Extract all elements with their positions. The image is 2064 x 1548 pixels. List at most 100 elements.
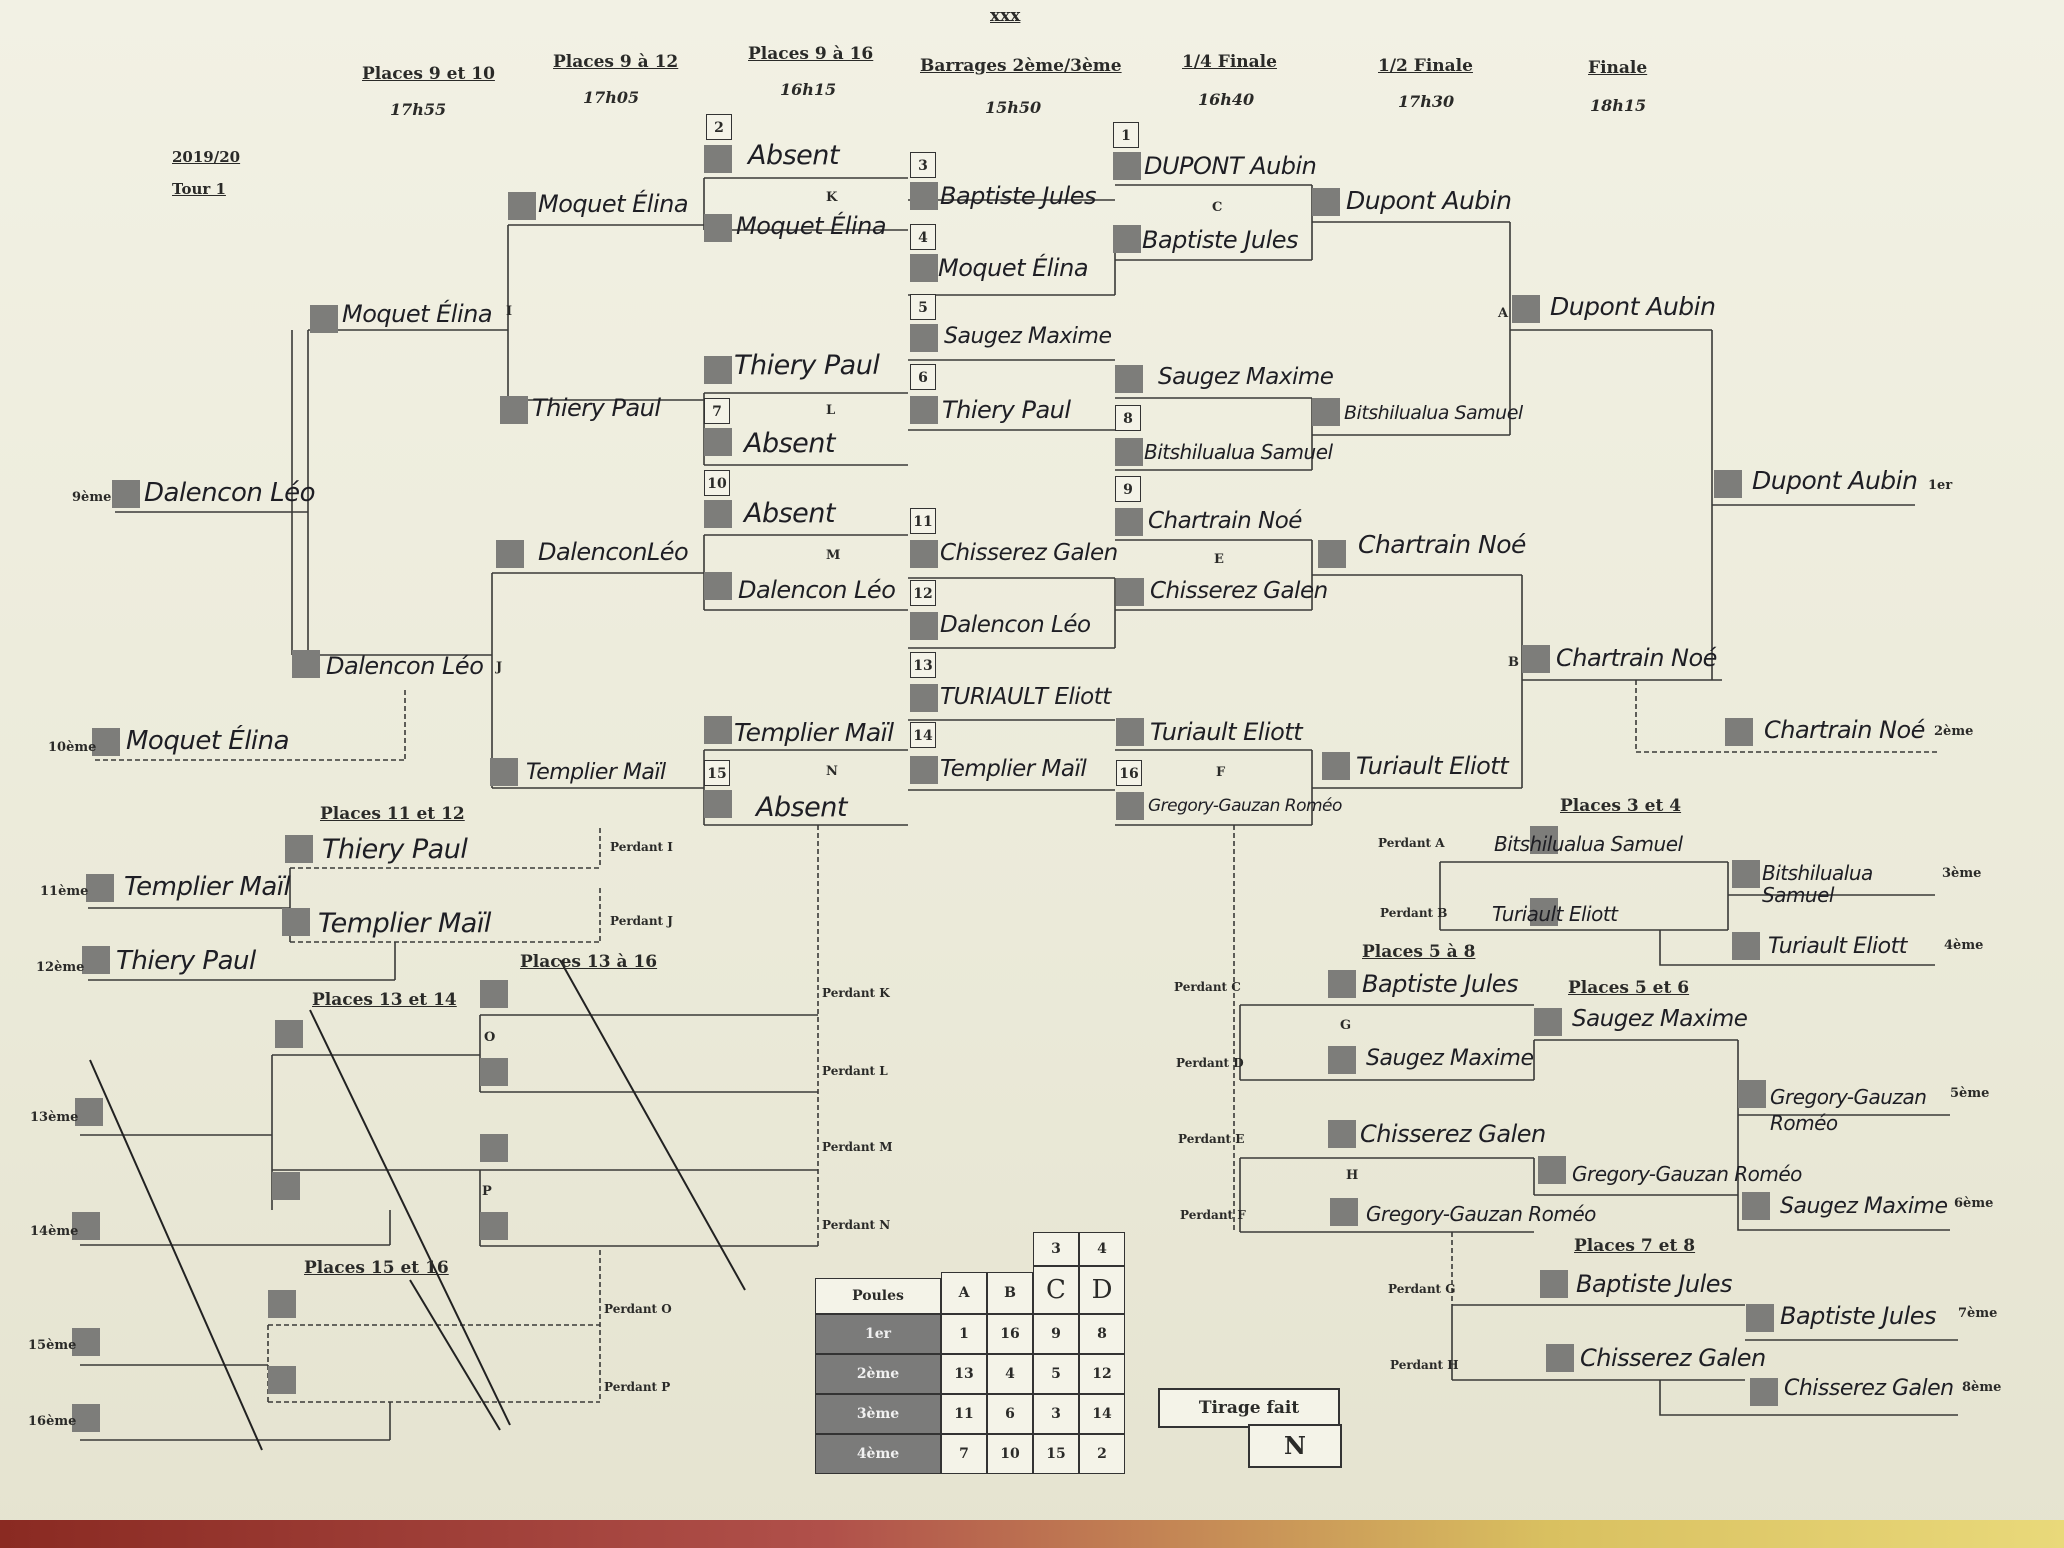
slot-square (704, 145, 732, 173)
player-name: Chartrain Noé (1556, 644, 1717, 672)
player-name: Dalencon Léo (326, 652, 484, 680)
match-m: M (826, 548, 841, 563)
player-name: Gregory-Gauzan Roméo (1366, 1202, 1596, 1226)
pool-cell: 15 (1033, 1434, 1079, 1474)
pool-cell: 4 (987, 1354, 1033, 1394)
pool-col-d: D (1079, 1266, 1125, 1314)
rank-13: 13ème (30, 1110, 79, 1125)
slot-square (72, 1212, 100, 1240)
rank-6: 6ème (1954, 1196, 1994, 1211)
slot-square (1116, 718, 1144, 746)
player-name: Gregory-Gauzan Roméo (1770, 1085, 1927, 1135)
player-name: Saugez Maxime (1158, 364, 1334, 390)
slot-square (1732, 860, 1760, 888)
player-name: Thiery Paul (322, 834, 468, 865)
player-name: Chisserez Galen (1360, 1120, 1546, 1148)
time-barrages: 15h50 (985, 98, 1042, 117)
player-name: Dalencon Léo (738, 576, 896, 604)
slot-square (480, 1134, 508, 1162)
player-name: Saugez Maxime (944, 324, 1112, 349)
seed-11: 11 (910, 508, 936, 534)
match-n: N (826, 764, 838, 779)
match-i: I (506, 304, 513, 319)
slot-square (1116, 792, 1144, 820)
slot-square (72, 1404, 100, 1432)
slot-square (1538, 1156, 1566, 1184)
table-edge (0, 1520, 2064, 1548)
player-name: Thiery Paul (942, 396, 1071, 424)
loser-n: Perdant N (822, 1218, 891, 1232)
player-name: Turiault Eliott (1768, 934, 1907, 959)
player-name: Absent (744, 428, 836, 459)
loser-k: Perdant K (822, 986, 890, 1000)
seed-14: 14 (910, 722, 936, 748)
player-name: Chisserez Galen (940, 540, 1118, 566)
loser-b: Perdant B (1380, 906, 1448, 920)
player-name: Chartrain Noé (1148, 508, 1302, 534)
slot-square (910, 612, 938, 640)
season-label: 2019/20 (172, 148, 241, 166)
slot-square (496, 540, 524, 568)
slot-square (112, 480, 140, 508)
match-k: K (826, 190, 838, 205)
slot-square (1330, 1198, 1358, 1226)
pool-col-top-4: 4 (1079, 1232, 1125, 1266)
player-name: Dupont Aubin (1752, 466, 1918, 495)
slot-square (910, 396, 938, 424)
player-name: Templier Maïl (940, 756, 1087, 782)
time-final: 18h15 (1590, 96, 1647, 115)
slot-square (1318, 540, 1346, 568)
loser-m: Perdant M (822, 1140, 893, 1154)
slot-square (1732, 932, 1760, 960)
header-places-15-16: Places 15 et 16 (304, 1258, 449, 1278)
slot-square (1530, 826, 1558, 854)
player-name: Chartrain Noé (1358, 530, 1526, 559)
pool-row-label: 1er (815, 1314, 941, 1354)
rank-16: 16ème (28, 1414, 77, 1429)
loser-d: Perdant D (1176, 1056, 1244, 1070)
player-name: Templier Maïl (526, 760, 666, 785)
player-name: Chisserez Galen (1784, 1376, 1954, 1401)
header-places-11-12: Places 11 et 12 (320, 804, 465, 824)
header-places-7-8: Places 7 et 8 (1574, 1236, 1696, 1256)
player-name: Chisserez Galen (1580, 1344, 1766, 1372)
slot-square (268, 1290, 296, 1318)
slot-square (92, 728, 120, 756)
header-places-3-4: Places 3 et 4 (1560, 796, 1682, 816)
seed-4: 4 (910, 224, 936, 250)
slot-square (1512, 295, 1540, 323)
draw-value: N (1248, 1424, 1342, 1468)
player-name: Turiault Eliott (1492, 902, 1618, 926)
player-name: DalenconLéo (538, 538, 689, 566)
player-name: Templier Maïl (318, 908, 491, 939)
pool-cell: 1 (941, 1314, 987, 1354)
pool-cell: 7 (941, 1434, 987, 1474)
pool-cell: 2 (1079, 1434, 1125, 1474)
pool-cell: 12 (1079, 1354, 1125, 1394)
player-name: Absent (744, 498, 836, 529)
pool-cell: 8 (1079, 1314, 1125, 1354)
header-places-5-6: Places 5 et 6 (1568, 978, 1690, 998)
rank-12: 12ème (36, 960, 85, 975)
sheet-title: xxx (990, 6, 1021, 26)
slot-square (1522, 645, 1550, 673)
slot-square (1725, 718, 1753, 746)
seed-8: 8 (1115, 405, 1141, 431)
slot-square (282, 908, 310, 936)
player-name: TURIAULT Eliott (940, 684, 1111, 710)
rank-3: 3ème (1942, 866, 1982, 881)
slot-square (490, 758, 518, 786)
slot-square (1312, 398, 1340, 426)
slot-square (1115, 508, 1143, 536)
player-name: Templier Maïl (124, 872, 291, 902)
slot-square (1530, 898, 1558, 926)
header-places-5-8: Places 5 à 8 (1362, 942, 1476, 962)
slot-square (1742, 1192, 1770, 1220)
loser-g: Perdant G (1388, 1282, 1456, 1296)
loser-a: Perdant A (1378, 836, 1445, 850)
seed-3: 3 (910, 152, 936, 178)
pool-col-b: B (987, 1272, 1033, 1314)
header-places-9-16: Places 9 à 16 (748, 44, 874, 64)
pool-header: Poules (815, 1278, 941, 1314)
